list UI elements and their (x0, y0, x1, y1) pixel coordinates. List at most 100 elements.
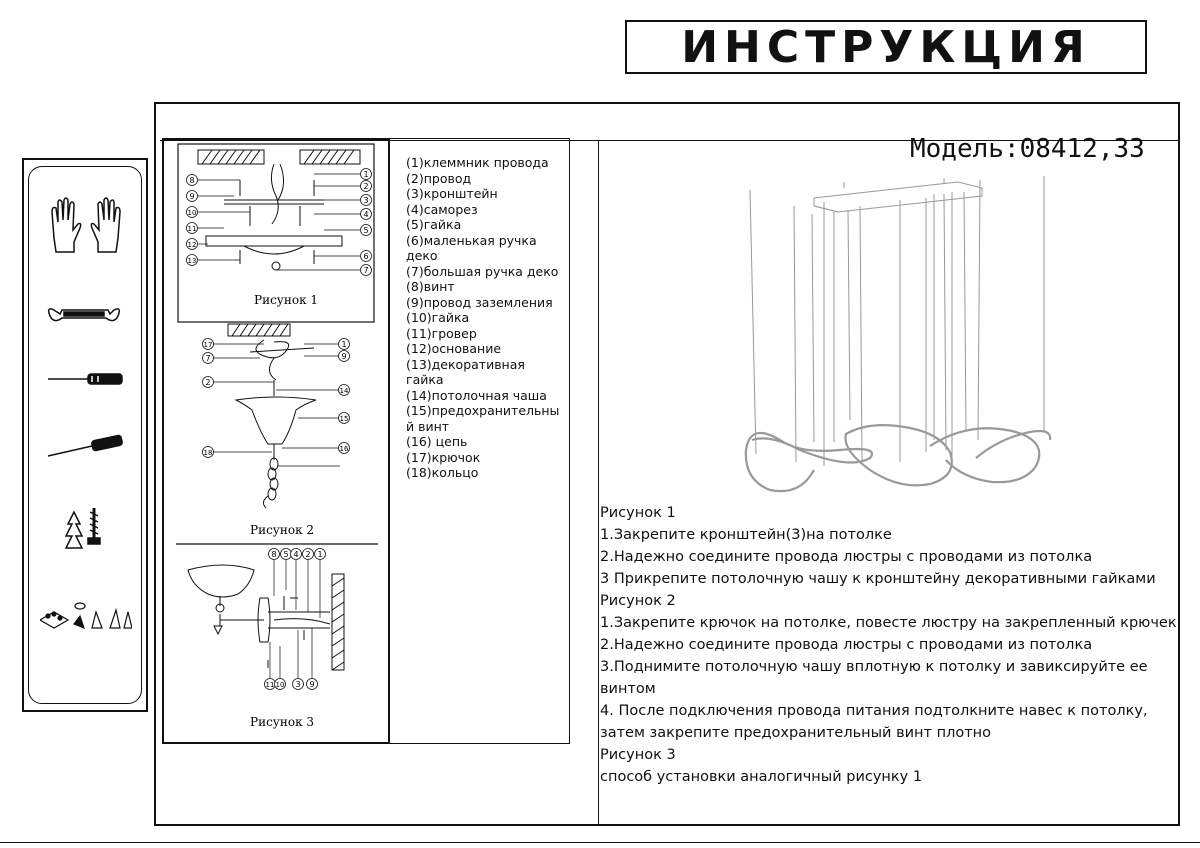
callout-circle (338, 442, 350, 454)
callout-number: 5 (283, 550, 288, 559)
instructions-text: Рисунок 1 1.Закрепите кронштейн(3)на пото… (600, 502, 1177, 788)
instruction-line: 3.Поднимите потолочную чашу вплотную к п… (600, 659, 1148, 675)
part-item: (16) цепь (406, 434, 468, 449)
callout-circle (292, 678, 304, 690)
callout-circle (186, 190, 198, 202)
instruction-line: винтом (600, 681, 656, 697)
callout-number: 3 (363, 196, 368, 205)
bottom-rule (0, 842, 1200, 843)
callout-number: 8 (271, 550, 276, 559)
model-number: Модель:08412,33 (910, 134, 1145, 164)
callout-number: 18 (204, 449, 213, 457)
callout-number: 2 (305, 550, 310, 559)
part-item: (15)предохранительны (406, 403, 560, 418)
callout-number: 9 (341, 352, 346, 361)
wrench-icon (47, 308, 121, 322)
callout-circle (186, 206, 198, 218)
callout-number: 6 (363, 252, 368, 261)
terminal-parts-icon (40, 602, 132, 630)
title-box: ИНСТРУКЦИЯ (625, 20, 1147, 74)
callout-number: 7 (205, 354, 210, 363)
tools-panel (22, 158, 148, 712)
callout-circle (202, 338, 214, 350)
callout-number: 16 (340, 445, 349, 453)
frame-rule (160, 140, 1180, 141)
callout-circle (302, 548, 314, 560)
callout-number: 7 (363, 266, 368, 275)
callout-circle (338, 384, 350, 396)
callout-circle (274, 678, 286, 690)
callout-circle (338, 350, 350, 362)
callout-circle (360, 208, 372, 220)
figure-3-label: Рисунок 3 (250, 715, 314, 729)
instruction-line: 1.Закрепите крючок на потолке, повесте л… (600, 615, 1177, 631)
part-item: (5)гайка (406, 217, 462, 232)
ceiling-hatch (197, 149, 361, 165)
part-item: (2)провод (406, 170, 472, 186)
part-item: гайка (406, 372, 444, 387)
callout-circle (314, 548, 326, 560)
callout-number: 9 (189, 192, 194, 201)
callout-number: 2 (363, 182, 368, 191)
parts-list-frame (390, 138, 570, 744)
callout-circle (290, 548, 302, 560)
callout-number: 4 (363, 210, 368, 219)
callout-circle (186, 222, 198, 234)
callout-circle (338, 338, 350, 350)
chandelier-illustration (744, 176, 1052, 493)
part-item: (12)основание (406, 341, 502, 356)
part-item: (13)декоративная (406, 356, 525, 372)
part-item: деко (406, 248, 438, 263)
part-item: й винт (406, 418, 450, 434)
instruction-line: 2.Надежно соедините провода люстры с про… (600, 549, 1093, 565)
callout-number: 15 (340, 415, 349, 423)
instruction-line: Рисунок 3 (600, 747, 676, 763)
part-item: (14)потолочная чаша (406, 387, 547, 403)
part-item: (11)гровер (406, 325, 477, 341)
instruction-line: 1.Закрепите кронштейн(3)на потолке (600, 527, 892, 543)
callout-circle (186, 238, 198, 250)
part-item: (6)маленькая ручка (406, 232, 537, 248)
callout-circle (186, 174, 198, 186)
figure-1-drawing (205, 163, 343, 271)
callout-circle (360, 264, 372, 276)
column-divider (598, 140, 599, 824)
instruction-line: затем закрепите предохранительный винт п… (600, 725, 992, 741)
instruction-line: Рисунок 2 (600, 593, 676, 609)
part-item: (4)саморез (406, 201, 478, 217)
callout-circle (360, 224, 372, 236)
callout-circle (202, 376, 214, 388)
instruction-line: способ установки аналогичный рисунку 1 (600, 769, 923, 785)
callout-number: 14 (340, 387, 349, 395)
callout-circle (268, 548, 280, 560)
callout-number: 1 (317, 550, 322, 559)
main-frame (154, 102, 1180, 826)
callout-number: 13 (188, 257, 197, 265)
callout-number: 4 (293, 550, 298, 559)
callout-circle (338, 412, 350, 424)
gloves-icon (51, 197, 121, 253)
part-item: (3)кронштейн (406, 186, 498, 201)
part-item: (8)винт (406, 279, 455, 294)
part-item: (17)крючок (406, 449, 481, 465)
screwdriver-flat-icon (48, 373, 123, 385)
callout-number: 5 (363, 226, 368, 235)
instruction-line: Рисунок 1 (600, 505, 676, 521)
tools-inner (28, 166, 142, 704)
callout-number: 3 (295, 680, 300, 689)
callout-circle (186, 254, 198, 266)
callout-circle (360, 250, 372, 262)
instruction-line: 2.Надежно соедините провода люстры с про… (600, 637, 1093, 653)
figure-3-wall (331, 573, 345, 671)
tools-illustrations (40, 197, 132, 630)
callout-number: 10 (276, 681, 285, 689)
figure-1-box (177, 143, 375, 323)
callout-number: 17 (204, 341, 213, 349)
part-item: (9)провод заземления (406, 294, 553, 310)
page-title: ИНСТРУКЦИЯ (681, 21, 1091, 73)
